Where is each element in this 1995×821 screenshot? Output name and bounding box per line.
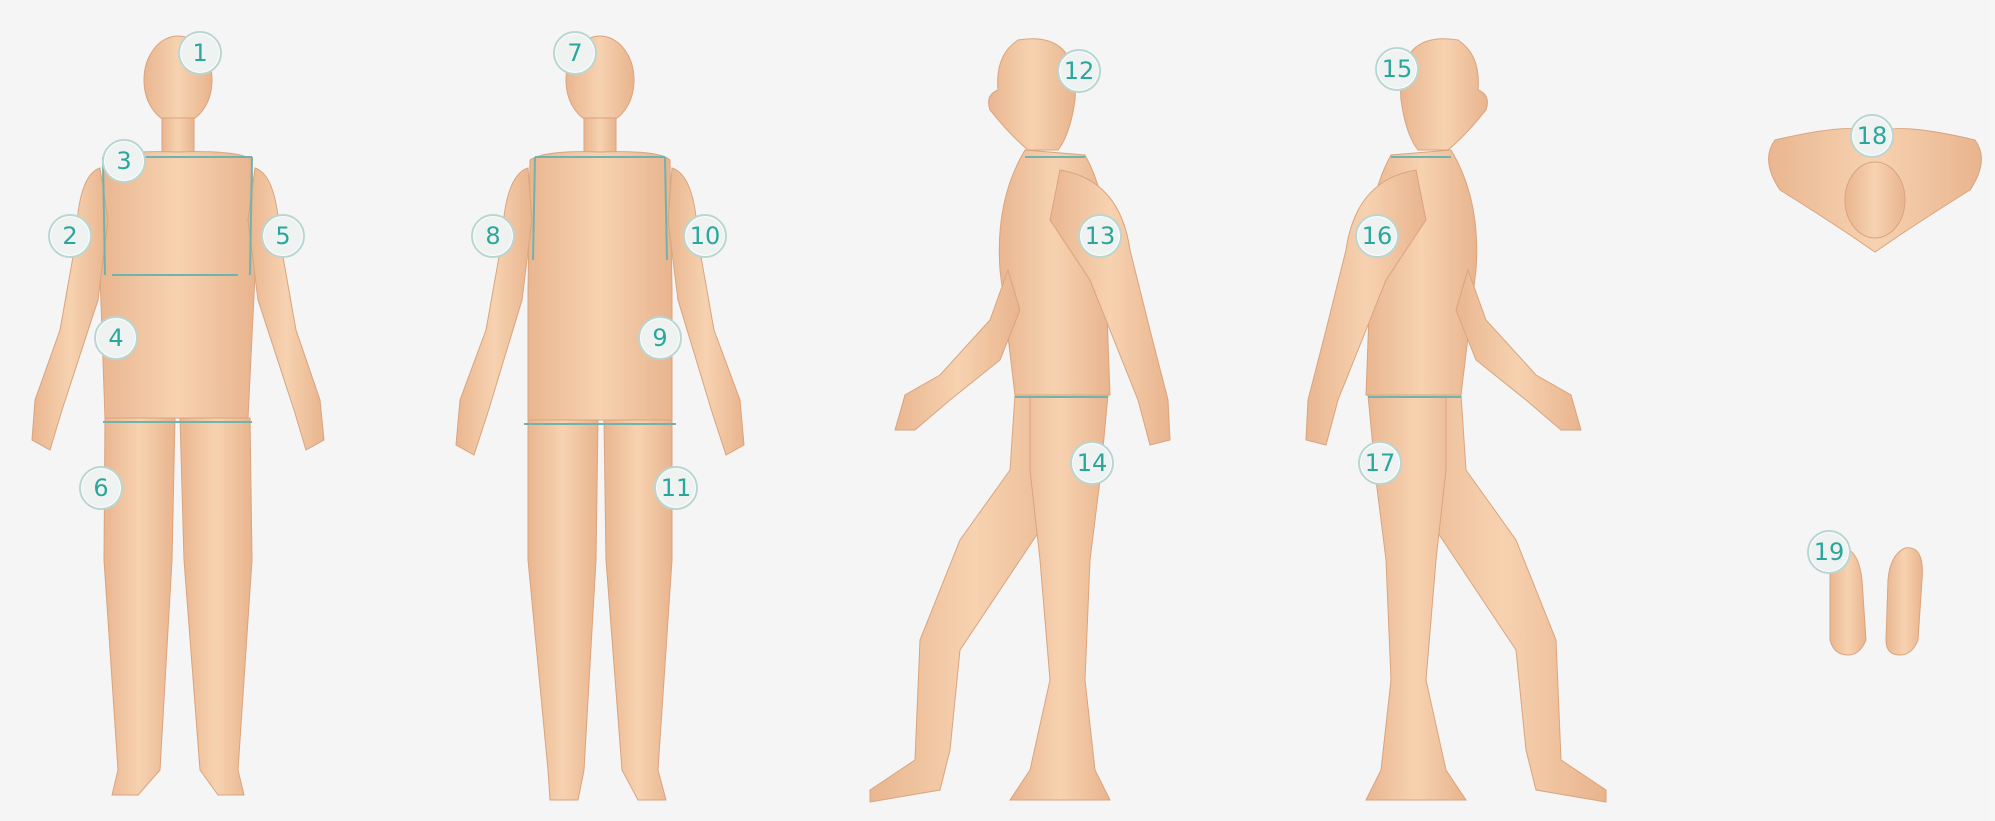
- front-left-arm: [248, 168, 324, 450]
- marker-8[interactable]: 8: [471, 214, 515, 258]
- front-right-arm: [32, 168, 108, 450]
- back-figure: [456, 36, 744, 800]
- top-view-head: [1845, 162, 1905, 238]
- marker-17[interactable]: 17: [1358, 441, 1402, 485]
- marker-6[interactable]: 6: [79, 466, 123, 510]
- back-right-arm: [668, 168, 744, 455]
- right-side-figure: [1306, 39, 1606, 802]
- marker-19[interactable]: 19: [1807, 530, 1851, 574]
- left-back-arm: [895, 270, 1020, 430]
- marker-3[interactable]: 3: [102, 139, 146, 183]
- marker-9[interactable]: 9: [638, 316, 682, 360]
- marker-4[interactable]: 4: [94, 316, 138, 360]
- right-back-arm: [1456, 270, 1581, 430]
- marker-12[interactable]: 12: [1057, 49, 1101, 93]
- marker-14[interactable]: 14: [1070, 441, 1114, 485]
- back-left-leg: [528, 420, 598, 800]
- front-left-leg: [180, 418, 252, 795]
- right-sole: [1886, 548, 1922, 655]
- back-left-arm: [456, 168, 532, 455]
- back-torso: [528, 152, 672, 420]
- marker-7[interactable]: 7: [553, 31, 597, 75]
- front-figure: [32, 36, 324, 795]
- marker-11[interactable]: 11: [654, 466, 698, 510]
- front-neck: [162, 118, 194, 156]
- marker-10[interactable]: 10: [683, 214, 727, 258]
- marker-1[interactable]: 1: [178, 31, 222, 75]
- marker-15[interactable]: 15: [1375, 47, 1419, 91]
- marker-2[interactable]: 2: [48, 214, 92, 258]
- marker-5[interactable]: 5: [261, 214, 305, 258]
- marker-18[interactable]: 18: [1850, 114, 1894, 158]
- marker-16[interactable]: 16: [1355, 214, 1399, 258]
- marker-13[interactable]: 13: [1078, 214, 1122, 258]
- front-torso: [100, 152, 255, 418]
- back-neck: [584, 118, 616, 156]
- left-side-figure: [870, 39, 1170, 802]
